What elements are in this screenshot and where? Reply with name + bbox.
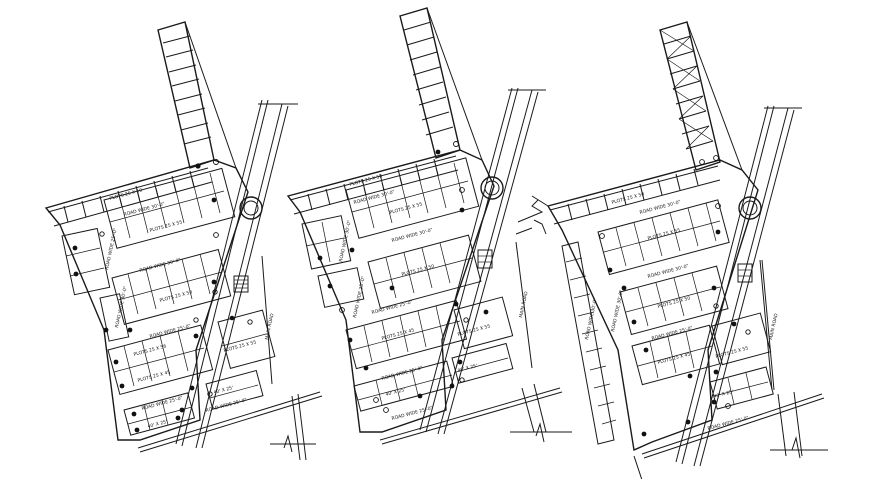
plot-block-a bbox=[345, 157, 480, 239]
plot-strip-top bbox=[399, 7, 483, 161]
markers-3 bbox=[599, 155, 751, 437]
label-road: ROAD WIDE 30'-0" bbox=[639, 199, 682, 216]
label-road: ROAD WIDE 25'-0" bbox=[149, 323, 192, 340]
label-road: ROAD WIDE 30'-0" bbox=[610, 290, 625, 333]
label-road: ROAD WIDE 30'-0" bbox=[391, 227, 434, 244]
markers-1 bbox=[72, 159, 253, 433]
label-road: ROAD WIDE 25'-0" bbox=[104, 228, 119, 271]
highway-2 bbox=[419, 87, 546, 435]
labels-1: PLOTS 25 X 50 ROAD WIDE 30'-0" PLOTS 25 … bbox=[104, 187, 276, 430]
layout-plan-3: PLOTS 25 X 50 ROAD WIDE 30'-0" PLOTS 25 … bbox=[531, 21, 828, 479]
plot-strip-left bbox=[561, 241, 617, 445]
plot-block-c bbox=[345, 299, 468, 370]
plot-block-d bbox=[353, 360, 455, 412]
label-road: ROAD WIDE 30'-0" bbox=[647, 263, 690, 280]
plot-block-b bbox=[619, 265, 729, 336]
highway-3 bbox=[675, 105, 802, 467]
label-plot-size: 40' X 25' bbox=[147, 419, 168, 430]
label-road: ROAD WIDE 25'-0" bbox=[352, 276, 367, 319]
label-plots: PLOTS 25 X 56 bbox=[133, 343, 167, 358]
plot-strip-top bbox=[659, 21, 743, 171]
label-road: ROAD WIDE 30'-0" bbox=[139, 257, 182, 274]
label-plot-size: 40' X 25' bbox=[713, 389, 734, 400]
plot-row-top bbox=[549, 165, 721, 225]
plot-block-c bbox=[99, 293, 214, 396]
label-road: ROAD WIDE 30'-0" bbox=[584, 298, 599, 341]
label-road: ROAD WIDE 25'-0" bbox=[381, 365, 424, 382]
plot-block-c bbox=[631, 312, 772, 386]
label-main-road: MAIN ROAD bbox=[768, 313, 780, 341]
plot-block-right bbox=[205, 275, 276, 410]
layout-plan-1: PLOTS 25 X 50 ROAD WIDE 30'-0" PLOTS 25 … bbox=[44, 21, 323, 461]
label-road: ROAD WIDE 30'-0" bbox=[114, 286, 129, 329]
plot-block-left bbox=[301, 215, 365, 308]
plot-row-top bbox=[47, 167, 213, 227]
plot-block-a bbox=[597, 199, 730, 276]
site-boundary bbox=[44, 159, 249, 441]
main-road-2 bbox=[379, 241, 572, 445]
label-plots: PLOTS 25 X 55 bbox=[715, 345, 749, 360]
plot-block-a bbox=[103, 167, 236, 249]
plot-strip-top bbox=[157, 21, 237, 169]
label-road: ROAD WIDE 30'-0" bbox=[123, 201, 166, 218]
plot-block-b bbox=[111, 248, 232, 325]
main-road-1 bbox=[137, 255, 323, 461]
label-plots: PLOTS 25 X 55 bbox=[223, 339, 257, 354]
label-main-road: MAIN ROAD bbox=[264, 313, 276, 341]
label-plot-size: 40' X 25' bbox=[213, 385, 234, 396]
label-plots: PLOTS 25 X 50 bbox=[159, 289, 193, 304]
label-plots: PLOTS 25 X 50 bbox=[611, 191, 645, 206]
label-main-road: MAIN ROAD bbox=[518, 291, 530, 319]
label-road: ROAD WIDE 30'-0" bbox=[353, 189, 396, 206]
plot-block-b bbox=[367, 234, 482, 309]
label-plot-size: 40' X 25' bbox=[457, 363, 478, 374]
highway-1 bbox=[175, 99, 298, 449]
label-road: ROAD WIDE 25'-0" bbox=[391, 405, 434, 422]
plot-block-left bbox=[61, 227, 111, 296]
label-plot-size: 40' X 25' bbox=[385, 387, 406, 398]
plot-block-d bbox=[709, 366, 774, 410]
label-road: ROAD WIDE 30'-0" bbox=[338, 220, 353, 263]
markers-2 bbox=[317, 141, 489, 413]
label-plots: PLOTS 25 X 50 bbox=[401, 263, 435, 278]
plot-row-top bbox=[289, 155, 459, 215]
main-road-3 bbox=[633, 259, 828, 479]
layout-plan-2: PLOTS 25 X 50 ROAD WIDE 30'-0" PLOTS 25 … bbox=[286, 7, 572, 445]
